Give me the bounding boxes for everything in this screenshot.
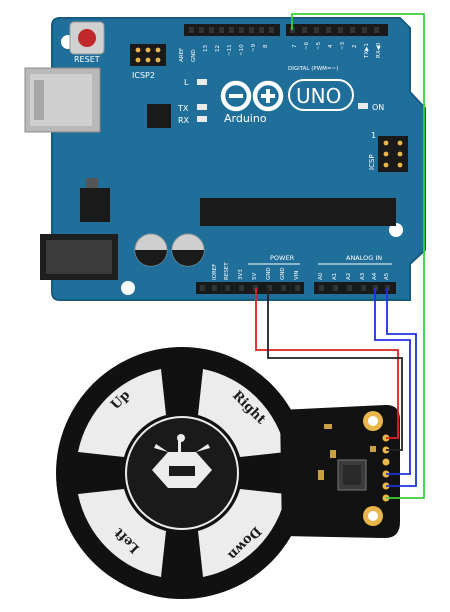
power-header	[196, 282, 304, 294]
pin-label-aref: AREF	[179, 48, 185, 62]
pin-label-7: 7	[292, 44, 298, 48]
capacitor-1	[134, 233, 168, 267]
wire-5v-red	[255, 288, 399, 439]
pin-label-gnd2: GND	[280, 267, 286, 280]
pin-label-a4: A4	[372, 272, 378, 280]
led-l-label: L	[184, 78, 189, 87]
pin-label-reset: RESET	[224, 262, 230, 280]
led-tx	[197, 104, 207, 110]
led-rx-label: RX	[178, 116, 190, 125]
led-on	[358, 103, 368, 109]
digital-header-left	[184, 24, 280, 36]
pad-segment-left	[78, 489, 166, 577]
usb-connector	[24, 67, 101, 133]
usb-chip	[147, 104, 171, 128]
digital-label: DIGITAL (PWM=~)	[288, 66, 338, 72]
capacitive-sensor-module	[280, 404, 400, 538]
arduino-logo-text: Arduino	[224, 112, 267, 125]
pin-label-2: 2	[352, 45, 358, 49]
pin-label-8: 8	[263, 44, 269, 48]
pin-label-3v3: 3V3	[238, 269, 244, 280]
uno-text: UNO	[296, 84, 341, 108]
analog-header	[314, 282, 396, 294]
reset-label: RESET	[74, 55, 100, 64]
icsp2-header	[130, 44, 166, 66]
led-on-label: ON	[372, 103, 384, 112]
pin-label-5: ~5	[316, 41, 322, 50]
pin-label-gnd1: GND	[266, 267, 272, 280]
analog-label: ANALOG IN	[346, 254, 382, 262]
power-label: POWER	[270, 254, 295, 262]
pin-label-11: ~11	[227, 44, 233, 56]
led-l	[197, 79, 207, 85]
wire-a4-blue	[374, 288, 411, 475]
pin-label-3: ~3	[340, 41, 346, 50]
pin-label-ioref: IOREF	[212, 264, 218, 280]
pin-label-4: 4	[328, 44, 334, 48]
pin-label-12: 12	[215, 45, 221, 52]
pin-label-a2: A2	[346, 273, 352, 280]
wires	[255, 13, 425, 499]
icsp-header	[378, 136, 408, 172]
pin-label-10: ~10	[239, 44, 245, 56]
pin-label-a5: A5	[384, 272, 390, 280]
pin-label-a1: A1	[332, 273, 338, 280]
digital-header-right	[286, 24, 388, 36]
pad-segment-up	[78, 369, 166, 457]
icsp2-label: ICSP2	[132, 71, 155, 80]
microcontroller-chip	[200, 198, 396, 226]
arduino-logo: Arduino UNO	[220, 79, 354, 125]
capacitor-2	[171, 233, 205, 267]
pad-segment-right	[198, 369, 286, 457]
pin-label-9: ~9	[251, 43, 257, 52]
wire-a5-blue	[386, 288, 417, 487]
pin-label-a3: A3	[360, 272, 366, 280]
pin-label-6: ~6	[304, 41, 310, 50]
pin-label-tx1: TX▶1	[364, 43, 370, 59]
infinity-logo-icon	[220, 80, 284, 112]
led-tx-label: TX	[177, 104, 189, 113]
pin-label-vin: VIN	[294, 271, 300, 281]
wire-d7-green	[291, 13, 425, 499]
pad-segment-down	[198, 489, 286, 577]
icsp-label: ICSP	[368, 154, 376, 170]
led-rx	[197, 116, 207, 122]
pin-label-5v: 5V	[252, 273, 258, 280]
joystick-pad: Up Right Left Down	[56, 347, 308, 599]
pin-label-13: 13	[203, 45, 209, 52]
power-jack	[40, 234, 118, 280]
icsp-pin1-label: 1	[371, 131, 376, 140]
arduino-uno-board: RESET ICSP2	[24, 17, 426, 301]
pin-label-rx0: RX◀0	[376, 42, 382, 58]
robot-logo-icon	[152, 434, 212, 488]
wire-gnd-black	[267, 288, 403, 451]
pin-label-a0: A0	[318, 272, 324, 280]
pin-label-gnd-top: GND	[191, 49, 197, 62]
reset-button[interactable]	[69, 21, 105, 55]
voltage-regulator	[80, 178, 110, 222]
